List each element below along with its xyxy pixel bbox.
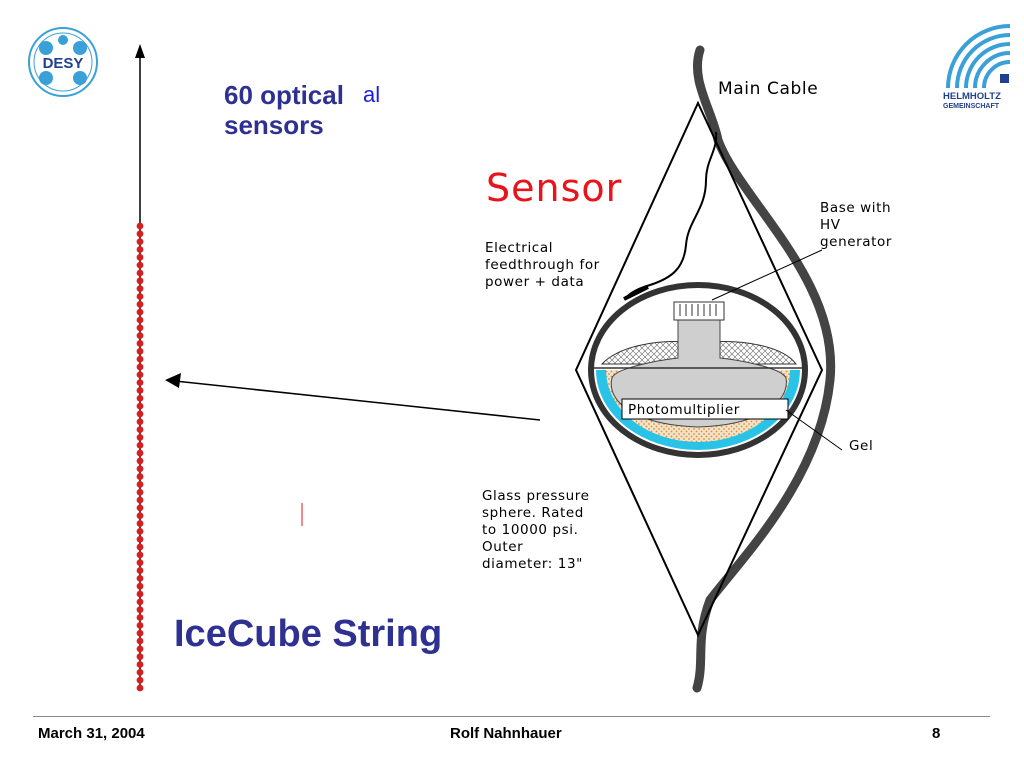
optical-sensor-bead — [136, 246, 144, 253]
optical-sensor-bead — [136, 574, 144, 582]
optical-sensor-bead — [136, 590, 144, 598]
helmholtz-logo-line2: GEMEINSCHAFT — [943, 103, 1000, 110]
optical-sensor-bead — [136, 269, 144, 277]
main-cable-label: Main Cable — [718, 79, 819, 99]
optical-sensor-bead — [136, 402, 144, 410]
optical-sensor-bead — [136, 629, 144, 637]
optical-sensor-bead — [136, 418, 144, 426]
sensor-title: Sensor — [486, 166, 623, 210]
footer-date: March 31, 2004 — [38, 725, 145, 742]
sensor-diamond-outline — [574, 100, 824, 638]
optical-sensor-bead — [136, 261, 144, 269]
optical-sensor-bead — [136, 535, 144, 543]
optical-sensor-bead — [136, 230, 144, 238]
optical-sensor-bead — [136, 222, 144, 230]
optical-sensor-bead — [136, 293, 144, 300]
optical-sensor-bead — [136, 426, 144, 433]
feedthrough-cable — [625, 131, 718, 299]
optical-sensor-bead — [136, 606, 144, 614]
optical-sensor-bead — [136, 465, 144, 473]
string-heading-line1: 60 optical — [224, 80, 344, 110]
optical-sensor-bead — [136, 355, 144, 363]
optical-sensor-bead — [136, 621, 144, 629]
footer-divider — [33, 716, 990, 717]
string-heading-line2: sensors — [224, 110, 324, 140]
optical-sensor-bead — [136, 676, 144, 684]
optical-sensor-bead — [136, 668, 144, 676]
optical-sensor-bead — [136, 449, 144, 457]
optical-sensor-bead — [136, 347, 144, 355]
helmholtz-logo-line1: HELMHOLTZ — [943, 91, 1001, 102]
optical-sensor-bead — [136, 371, 144, 379]
optical-sensor-bead — [136, 434, 144, 441]
optical-sensor-bead — [136, 457, 144, 465]
optical-sensor-bead — [136, 332, 144, 340]
glass-sphere-label: Glass pressure sphere. Rated to 10000 ps… — [482, 488, 590, 572]
optical-sensor-bead — [136, 316, 144, 324]
optical-sensor-bead — [136, 473, 144, 480]
photomultiplier-label-box — [621, 398, 789, 420]
optical-sensor-bead — [136, 379, 144, 387]
optical-sensor-bead — [136, 300, 144, 308]
heading-fragment: al — [363, 82, 381, 107]
desy-logo: DESY — [28, 27, 98, 97]
optical-sensor-bead — [136, 559, 144, 567]
optical-sensor-bead — [136, 582, 144, 590]
optical-sensor-bead — [136, 238, 144, 246]
gel-leader-line — [785, 409, 843, 451]
optical-sensor-bead — [136, 645, 144, 653]
footer-page-number: 8 — [932, 725, 941, 742]
base-leader-line — [711, 249, 823, 301]
optical-sensor-bead — [136, 488, 144, 496]
optical-sensor-bead — [136, 394, 144, 402]
optical-sensor-bead — [136, 340, 144, 347]
glass-sphere — [588, 282, 808, 458]
optical-sensor-bead — [136, 653, 144, 661]
optical-sensor-bead — [136, 567, 144, 574]
optical-sensor-bead — [136, 410, 144, 418]
base-hv-label: Base with HV generator — [820, 200, 893, 250]
optical-sensor-bead — [136, 598, 144, 606]
optical-sensor-bead — [136, 285, 144, 293]
optical-sensor-bead — [136, 543, 144, 551]
optical-sensor-bead — [136, 527, 144, 535]
string-sensor-beads — [136, 222, 144, 692]
optical-sensor-bead — [136, 277, 144, 285]
helmholtz-logo: HELMHOLTZ GEMEINSCHAFT — [943, 24, 1011, 110]
gel-label: Gel — [849, 438, 874, 454]
optical-sensor-bead — [136, 504, 144, 512]
optical-sensor-bead — [136, 441, 144, 449]
photomultiplier-label: Photomultiplier — [628, 402, 740, 418]
feedthrough-label: Electrical feedthrough for power + data — [485, 240, 600, 290]
optical-sensor-bead — [136, 661, 144, 668]
optical-sensor-bead — [136, 496, 144, 504]
optical-sensor-bead — [136, 520, 144, 527]
optical-sensor-bead — [136, 512, 144, 520]
optical-sensor-bead — [136, 481, 144, 488]
footer-author: Rolf Nahnhauer — [450, 725, 562, 742]
optical-sensor-bead — [136, 253, 144, 261]
optical-sensor-bead — [136, 363, 144, 371]
string-heading: 60 optical sensors — [224, 80, 344, 140]
optical-sensor-bead — [136, 637, 144, 645]
optical-sensor-bead — [136, 551, 144, 559]
optical-sensor-bead — [136, 387, 144, 394]
desy-logo-text: DESY — [43, 55, 84, 72]
icecube-string-caption: IceCube String — [174, 613, 443, 655]
pointer-arrow — [165, 373, 541, 421]
optical-sensor-bead — [136, 324, 144, 332]
optical-sensor-bead — [136, 684, 144, 692]
optical-sensor-bead — [136, 308, 144, 316]
optical-sensor-bead — [136, 614, 144, 621]
feedthrough-plug — [623, 285, 649, 301]
